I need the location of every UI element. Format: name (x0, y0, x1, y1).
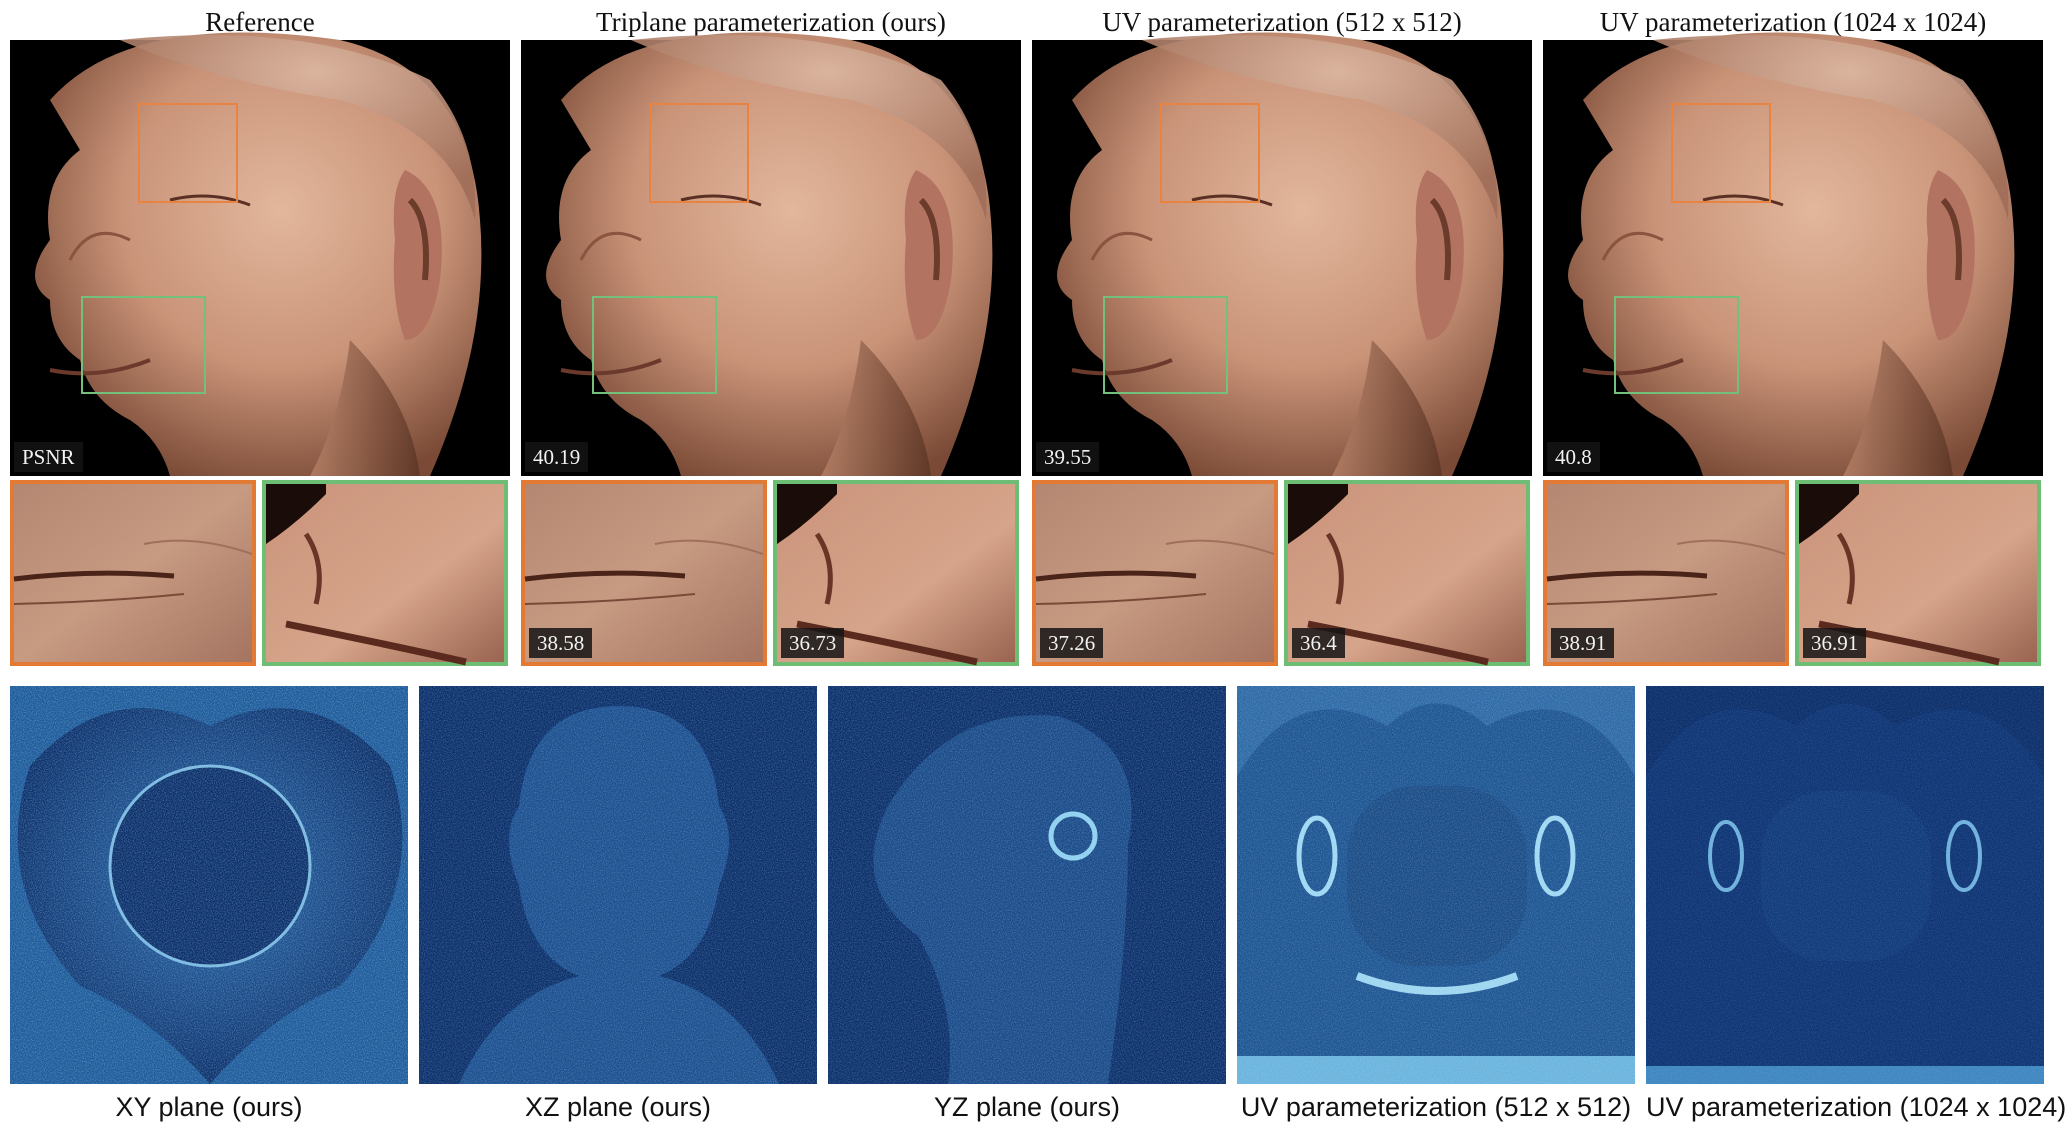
face-render-image (1032, 32, 1532, 476)
xz-plane-error-image (419, 686, 817, 1084)
face-render-image (1543, 32, 2043, 476)
psnr-label: PSNR (14, 442, 83, 472)
psnr-value: 40.8 (1547, 442, 1600, 472)
error-map-uv-1024 (1646, 686, 2044, 1084)
caption-xy-plane: XY plane (ours) (115, 1092, 303, 1122)
uv-512-error-image (1237, 686, 1635, 1084)
crop-eye-image (13, 484, 253, 662)
psnr-value: 36.91 (1803, 628, 1867, 658)
column-title-triplane: Triplane parameterization (ours) (596, 7, 946, 37)
caption-uv-512: UV parameterization (512 x 512) (1240, 1092, 1632, 1122)
crop-orange-triplane: 38.58 (521, 480, 767, 666)
roi-box-green (592, 296, 717, 394)
crop-nose-image (266, 484, 504, 666)
render-reference: PSNR (10, 32, 510, 476)
error-map-yz-plane (828, 686, 1226, 1084)
render-uv-1024: 40.8 (1543, 32, 2043, 476)
roi-box-orange (649, 103, 749, 203)
error-map-xy-plane (10, 686, 408, 1084)
psnr-value: 38.91 (1551, 628, 1615, 658)
face-render-image (10, 32, 510, 476)
psnr-value: 36.4 (1292, 628, 1345, 658)
crop-orange-uv-1024: 38.91 (1543, 480, 1789, 666)
column-title-uv-1024: UV parameterization (1024 x 1024) (1599, 7, 1987, 37)
render-uv-512: 39.55 (1032, 32, 1532, 476)
roi-box-orange (1671, 103, 1771, 203)
yz-plane-error-image (828, 686, 1226, 1084)
column-title-uv-512: UV parameterization (512 x 512) (1102, 7, 1462, 37)
roi-box-orange (1160, 103, 1260, 203)
uv-1024-error-image (1646, 686, 2044, 1084)
render-triplane: 40.19 (521, 32, 1021, 476)
crop-orange-reference (10, 480, 256, 666)
xy-plane-error-image (10, 686, 408, 1084)
psnr-value: 40.19 (525, 442, 589, 472)
roi-box-orange (138, 103, 238, 203)
error-map-uv-512 (1237, 686, 1635, 1084)
roi-box-green (1103, 296, 1228, 394)
crop-green-uv-512: 36.4 (1284, 480, 1530, 666)
psnr-value: 37.26 (1040, 628, 1104, 658)
crop-green-reference (262, 480, 508, 666)
column-title-reference: Reference (205, 7, 315, 37)
caption-xz-plane: XZ plane (ours) (524, 1092, 712, 1122)
caption-uv-1024: UV parameterization (1024 x 1024) (1646, 1092, 2066, 1122)
psnr-value: 36.73 (781, 628, 845, 658)
crop-green-uv-1024: 36.91 (1795, 480, 2041, 666)
face-render-image (521, 32, 1021, 476)
crop-orange-uv-512: 37.26 (1032, 480, 1278, 666)
roi-box-green (1614, 296, 1739, 394)
psnr-value: 38.58 (529, 628, 593, 658)
caption-yz-plane: YZ plane (ours) (933, 1092, 1121, 1122)
roi-box-green (81, 296, 206, 394)
error-map-xz-plane (419, 686, 817, 1084)
psnr-value: 39.55 (1036, 442, 1100, 472)
crop-green-triplane: 36.73 (773, 480, 1019, 666)
